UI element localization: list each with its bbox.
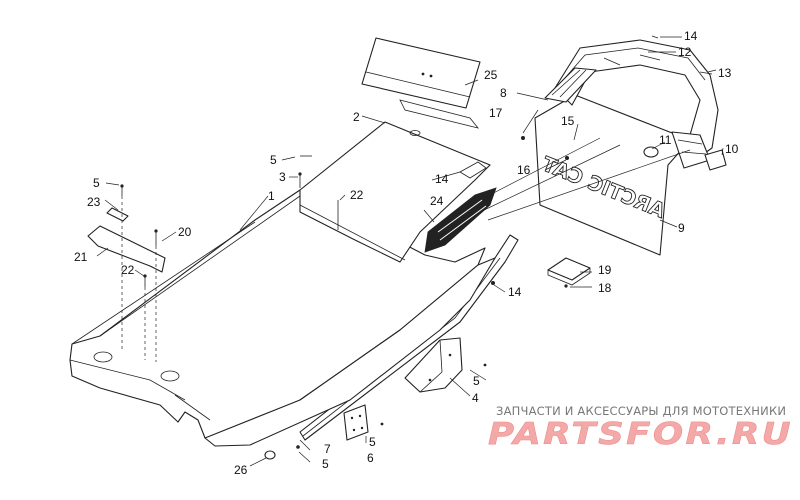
callout-14c: 14 xyxy=(508,285,522,299)
insulation-pad xyxy=(361,37,481,129)
callout-8: 8 xyxy=(500,86,507,100)
callout-24: 24 xyxy=(430,194,444,208)
callout-5e: 5 xyxy=(322,457,329,471)
svg-text:PARTSFOR.RU: PARTSFOR.RU xyxy=(488,417,793,450)
callout-25: 25 xyxy=(484,68,498,82)
spacer-block xyxy=(547,257,591,286)
callout-21: 21 xyxy=(74,250,88,264)
callout-15: 15 xyxy=(561,114,575,128)
callout-5d: 5 xyxy=(369,435,376,449)
callout-20: 20 xyxy=(178,225,192,239)
callout-5c: 5 xyxy=(473,374,480,388)
grommet xyxy=(643,146,659,158)
decal xyxy=(424,187,497,253)
watermark-caption: ЗАПЧАСТИ И АКСЕССУАРЫ ДЛЯ МОТОТЕХНИКИ xyxy=(496,404,787,418)
rear-flap-panel: ARCTIC CAT xyxy=(534,94,691,256)
callout-16: 16 xyxy=(517,163,531,177)
callout-5a: 5 xyxy=(270,153,277,167)
callout-22b: 22 xyxy=(121,263,135,277)
callout-10: 10 xyxy=(725,142,739,156)
upper-tunnel-panel xyxy=(299,121,491,263)
callout-12: 12 xyxy=(678,45,692,59)
callout-5b: 5 xyxy=(93,176,100,190)
callout-3: 3 xyxy=(279,170,286,184)
tunnel-side-wall xyxy=(204,257,496,447)
assembly-lines xyxy=(121,137,691,362)
bracket xyxy=(404,337,463,393)
callout-9: 9 xyxy=(678,221,685,235)
callout-4: 4 xyxy=(472,391,479,405)
callout-7: 7 xyxy=(324,442,331,456)
front-bracket xyxy=(87,225,166,273)
callout-17: 17 xyxy=(489,106,503,120)
callout-2: 2 xyxy=(353,110,360,124)
grip-pad-right xyxy=(671,131,711,169)
callout-23: 23 xyxy=(87,195,101,209)
hardware-fasteners xyxy=(120,35,717,460)
callout-leaders xyxy=(96,36,724,467)
callout-11: 11 xyxy=(659,133,672,147)
callout-14a: 14 xyxy=(684,29,698,43)
callout-14b: 14 xyxy=(435,172,449,186)
grip-pad-left xyxy=(544,67,597,103)
callout-1: 1 xyxy=(268,189,275,203)
callout-labels: 1 2 3 4 5 5 5 5 5 6 7 8 9 10 11 12 13 14… xyxy=(74,29,739,477)
grip-strip xyxy=(106,207,129,222)
callout-19: 19 xyxy=(598,263,612,277)
watermark-logo: PARTSFOR.RU xyxy=(488,417,793,450)
taillight xyxy=(704,149,727,171)
callout-26: 26 xyxy=(234,463,248,477)
mounting-plate xyxy=(343,404,369,441)
callout-6: 6 xyxy=(367,451,374,465)
callout-22a: 22 xyxy=(350,188,364,202)
callout-13: 13 xyxy=(718,66,732,80)
callout-18: 18 xyxy=(598,281,612,295)
